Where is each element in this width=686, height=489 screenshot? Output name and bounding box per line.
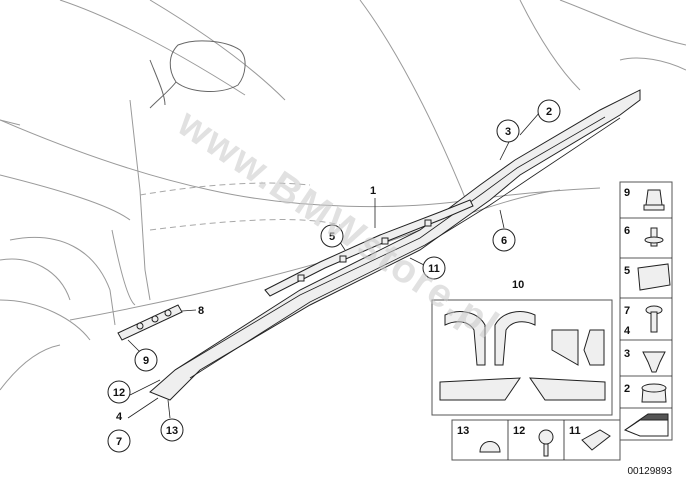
- callout-6: 6: [501, 235, 507, 247]
- callout-8: 8: [198, 305, 204, 317]
- side-skirt-part: [149, 89, 641, 401]
- callout-7: 7: [116, 436, 122, 448]
- legend-side-9: 9: [624, 187, 630, 199]
- legend-side-6: 6: [624, 225, 630, 237]
- callout-12: 12: [113, 387, 125, 399]
- legend-side-5: 5: [624, 265, 630, 277]
- trim-strip-part: [117, 304, 183, 341]
- legend-side-3: 3: [624, 348, 630, 360]
- callout-3: 3: [505, 126, 511, 138]
- callout-10: 10: [512, 279, 524, 291]
- legend-side-7: 7: [624, 305, 630, 317]
- callout-1: 1: [370, 185, 376, 197]
- watermark: www.BMWstore.pl: [169, 100, 507, 348]
- callout-5: 5: [329, 231, 335, 243]
- callout-labels: 1 8 10: [198, 185, 524, 317]
- car-body-outline: [0, 0, 686, 391]
- callout-13: 13: [166, 425, 178, 437]
- legend-side-2: 2: [624, 383, 630, 395]
- fastener-legend-bottom: 13 12 11: [451, 419, 621, 461]
- legend-bottom-11: 11: [569, 425, 581, 437]
- callout-9: 9: [143, 355, 149, 367]
- legend-bottom-13: 13: [457, 425, 469, 437]
- fastener-legend-side: 9 6 5 7 4 3 2: [619, 181, 673, 441]
- callout-4: 4: [116, 411, 123, 423]
- diagram-id: 00129893: [628, 466, 673, 477]
- circled-callouts: 2 3 5 6 11 9 12 4 7 13: [107, 99, 561, 453]
- legend-side-4: 4: [624, 325, 631, 337]
- callout-2: 2: [546, 106, 552, 118]
- mounting-rail: [264, 199, 474, 297]
- detail-box-10: [431, 299, 613, 416]
- side-mirror: [149, 40, 246, 109]
- legend-bottom-12: 12: [513, 425, 525, 437]
- callout-11: 11: [428, 263, 440, 275]
